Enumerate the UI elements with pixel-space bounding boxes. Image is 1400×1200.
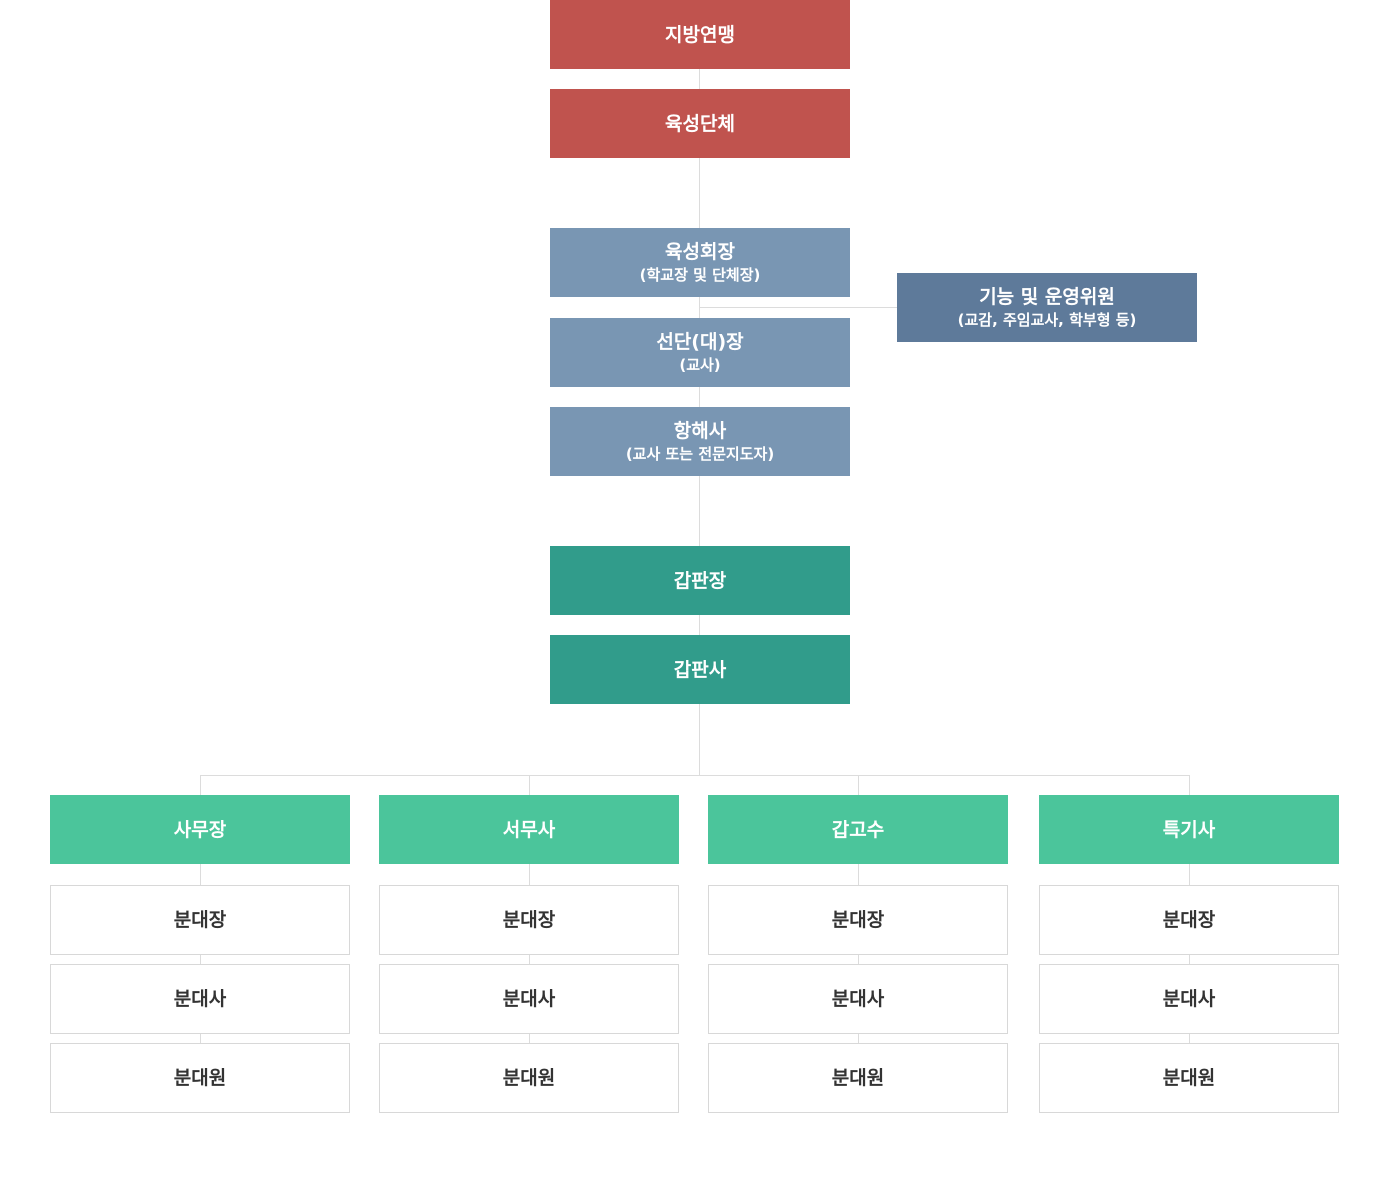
unit-label: 분대원 (173, 1067, 227, 1089)
node-division-3-label: 갑고수 (831, 818, 885, 841)
node-captain: 선단(대)장 (교사) (550, 318, 850, 387)
connector-committee (699, 307, 898, 308)
unit-label: 분대장 (831, 909, 885, 931)
node-division-3: 갑고수 (708, 795, 1008, 864)
node-chair: 육성회장 (학교장 및 단체장) (550, 228, 850, 297)
unit-label: 분대장 (502, 909, 556, 931)
node-division-1-unit-2: 분대사 (50, 964, 350, 1034)
node-division-4-unit-3: 분대원 (1039, 1043, 1339, 1113)
unit-label: 분대원 (502, 1067, 556, 1089)
node-deck-officer-label: 갑판사 (673, 658, 727, 681)
node-navigator-title: 항해사 (673, 420, 727, 442)
node-chair-title: 육성회장 (665, 241, 735, 263)
unit-label: 분대원 (831, 1067, 885, 1089)
node-division-2-unit-3: 분대원 (379, 1043, 679, 1113)
node-division-3-unit-3: 분대원 (708, 1043, 1008, 1113)
connector-divisions-horizontal (200, 775, 1190, 776)
node-federation-label: 지방연맹 (665, 23, 735, 46)
unit-label: 분대사 (1162, 988, 1216, 1010)
node-division-1-unit-1: 분대장 (50, 885, 350, 955)
node-committee-note: (교감, 주임교사, 학부형 등) (957, 311, 1137, 329)
node-division-2-unit-1: 분대장 (379, 885, 679, 955)
node-division-4-label: 특기사 (1162, 818, 1216, 841)
node-captain-note: (교사) (679, 356, 721, 374)
unit-label: 분대장 (173, 909, 227, 931)
node-division-2: 서무사 (379, 795, 679, 864)
node-organization: 육성단체 (550, 89, 850, 158)
node-deck-chief-label: 갑판장 (673, 569, 727, 592)
node-committee: 기능 및 운영위원 (교감, 주임교사, 학부형 등) (897, 273, 1197, 342)
node-chair-note: (학교장 및 단체장) (639, 266, 761, 284)
node-division-4-unit-2: 분대사 (1039, 964, 1339, 1034)
unit-label: 분대장 (1162, 909, 1216, 931)
node-division-1-label: 사무장 (173, 818, 227, 841)
node-division-3-unit-1: 분대장 (708, 885, 1008, 955)
node-federation: 지방연맹 (550, 0, 850, 69)
node-division-1-unit-3: 분대원 (50, 1043, 350, 1113)
node-division-1: 사무장 (50, 795, 350, 864)
node-division-3-unit-2: 분대사 (708, 964, 1008, 1034)
node-navigator: 항해사 (교사 또는 전문지도자) (550, 407, 850, 476)
node-deck-chief: 갑판장 (550, 546, 850, 615)
node-division-4-unit-1: 분대장 (1039, 885, 1339, 955)
node-division-4: 특기사 (1039, 795, 1339, 864)
unit-label: 분대사 (831, 988, 885, 1010)
unit-label: 분대원 (1162, 1067, 1216, 1089)
node-captain-title: 선단(대)장 (656, 331, 744, 353)
unit-label: 분대사 (502, 988, 556, 1010)
node-committee-title: 기능 및 운영위원 (979, 286, 1115, 308)
node-organization-label: 육성단체 (665, 112, 735, 135)
node-navigator-note: (교사 또는 전문지도자) (625, 445, 775, 463)
node-division-2-unit-2: 분대사 (379, 964, 679, 1034)
node-division-2-label: 서무사 (502, 818, 556, 841)
unit-label: 분대사 (173, 988, 227, 1010)
node-deck-officer: 갑판사 (550, 635, 850, 704)
